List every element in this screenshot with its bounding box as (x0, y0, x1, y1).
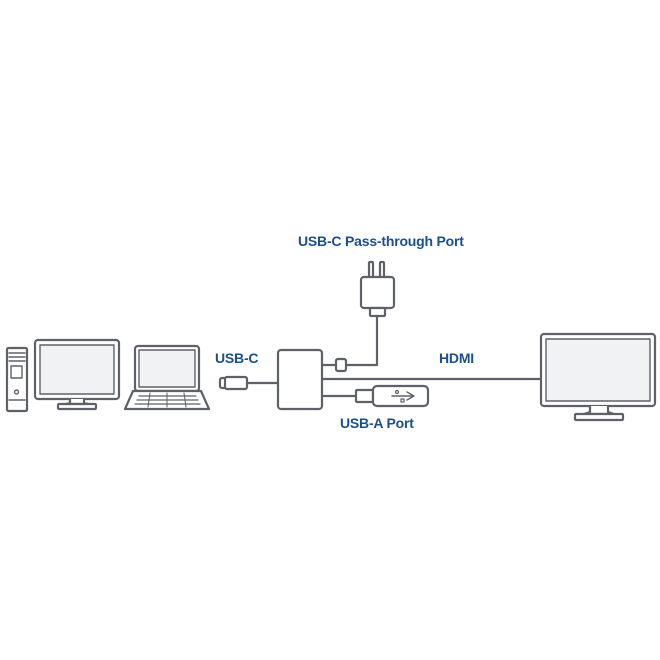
usb-c-adapter-icon (276, 348, 543, 411)
desktop-monitor-icon (33, 338, 121, 411)
desktop-tower-icon (5, 346, 29, 413)
hdmi-label: HDMI (439, 350, 474, 366)
usb-c-pass-through-label: USB-C Pass-through Port (298, 233, 464, 249)
usb-c-label: USB-C (215, 350, 259, 366)
usb-c-plug-icon (218, 375, 280, 391)
laptop-icon (123, 344, 211, 411)
power-adapter-icon (334, 260, 396, 373)
usb-stick-icon (354, 384, 430, 408)
usb-a-port-label: USB-A Port (340, 415, 414, 431)
hdmi-monitor-icon (539, 332, 657, 422)
